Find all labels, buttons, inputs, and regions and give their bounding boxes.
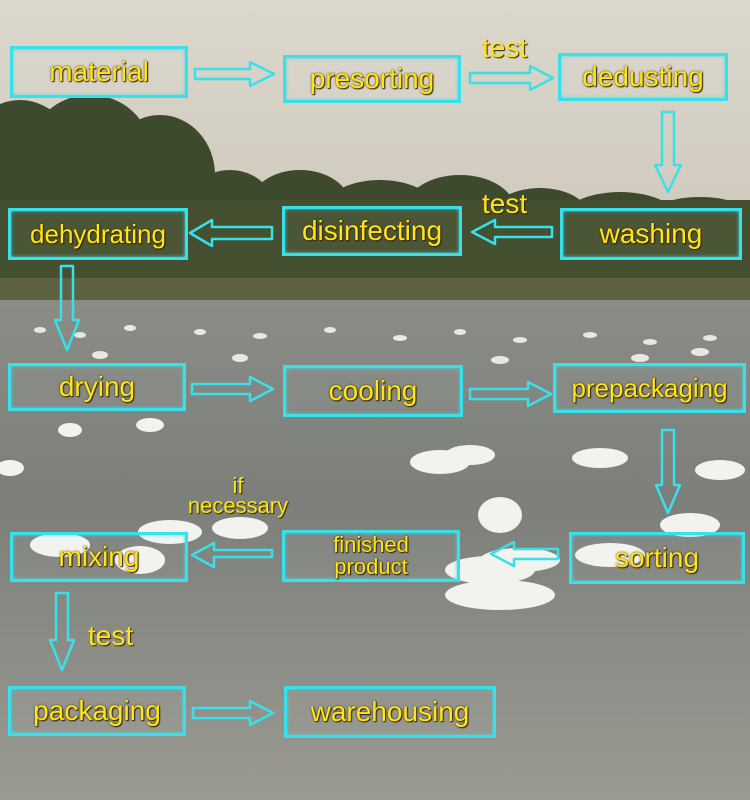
step-cooling: cooling bbox=[283, 365, 463, 417]
arrow-cooling-prepackaging bbox=[468, 380, 553, 408]
step-dedusting-label: dedusting bbox=[582, 61, 704, 92]
label-test-top: test bbox=[482, 32, 528, 63]
step-dedusting: dedusting bbox=[558, 53, 728, 101]
step-disinfecting: disinfecting bbox=[282, 206, 462, 256]
label-if-necessary: if necessary bbox=[168, 473, 308, 518]
step-finished-product: finished product bbox=[282, 530, 460, 582]
step-finished-product-line1: finished bbox=[333, 532, 409, 557]
step-packaging: packaging bbox=[8, 686, 186, 736]
arrow-dedusting-washing bbox=[653, 110, 683, 194]
step-sorting: sorting bbox=[569, 532, 745, 584]
step-drying: drying bbox=[8, 363, 186, 411]
step-warehousing-label: warehousing bbox=[310, 696, 470, 727]
arrow-mixing-packaging bbox=[48, 591, 76, 672]
arrow-packaging-warehousing bbox=[191, 699, 275, 727]
arrow-drying-cooling bbox=[190, 375, 275, 403]
step-finished-product-line2: product bbox=[334, 554, 408, 579]
step-material: material bbox=[10, 46, 188, 98]
arrow-dehydrating-drying bbox=[53, 264, 81, 352]
step-sorting-label: sorting bbox=[614, 542, 700, 573]
step-packaging-label: packaging bbox=[33, 695, 161, 726]
step-washing: washing bbox=[560, 208, 742, 260]
label-test-middle: test bbox=[482, 188, 528, 219]
label-if-line1: if bbox=[232, 473, 244, 498]
step-washing-label: washing bbox=[599, 218, 703, 249]
step-presorting-label: presorting bbox=[309, 63, 435, 94]
step-material-label: material bbox=[49, 56, 149, 87]
arrow-finished-mixing bbox=[190, 541, 274, 569]
step-dehydrating: dehydrating bbox=[8, 208, 188, 260]
arrow-washing-disinfecting bbox=[470, 218, 554, 246]
step-drying-label: drying bbox=[58, 371, 136, 402]
label-test-bottom: test bbox=[88, 620, 134, 651]
step-warehousing: warehousing bbox=[284, 686, 496, 738]
step-presorting: presorting bbox=[283, 55, 461, 103]
label-if-line2: necessary bbox=[187, 493, 289, 518]
arrow-disinfecting-dehydrating bbox=[188, 218, 274, 248]
arrow-prepackaging-sorting bbox=[654, 428, 682, 515]
step-cooling-label: cooling bbox=[328, 375, 418, 406]
step-prepackaging: prepackaging bbox=[553, 363, 746, 413]
arrow-presorting-dedusting bbox=[468, 64, 555, 92]
arrow-material-presorting bbox=[193, 60, 276, 88]
step-mixing: mixing bbox=[10, 532, 188, 582]
step-mixing-label: mixing bbox=[58, 541, 140, 572]
step-disinfecting-label: disinfecting bbox=[301, 215, 443, 246]
tree-line bbox=[0, 95, 750, 280]
arrow-sorting-finished bbox=[489, 540, 560, 568]
step-dehydrating-label: dehydrating bbox=[30, 218, 166, 249]
step-prepackaging-label: prepackaging bbox=[571, 372, 728, 403]
